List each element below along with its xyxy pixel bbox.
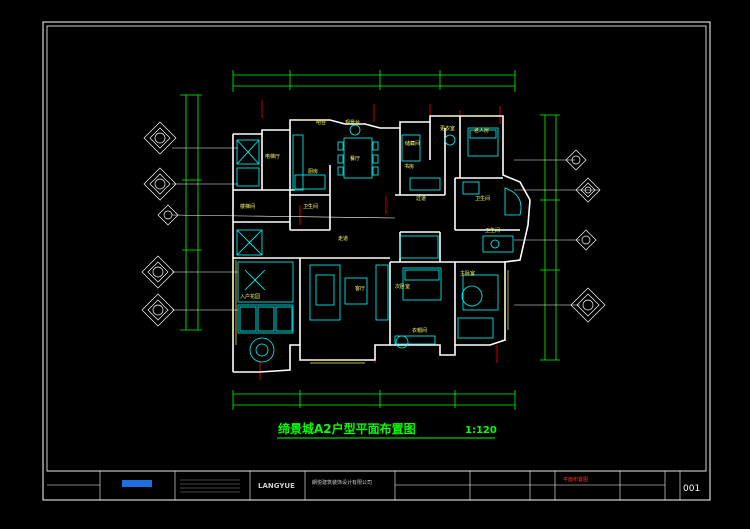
room-label: 厨房 [308, 168, 318, 175]
inner-frame [46, 25, 707, 472]
room-label: 过道 [416, 195, 426, 202]
furniture [236, 124, 522, 363]
section-callout-icon [141, 255, 175, 289]
drawing-name-red: 平面布置图 [563, 476, 588, 483]
section-callout-icon [143, 121, 177, 155]
room-label: 储藏间 [405, 140, 420, 147]
room-label: 卫生间 [475, 195, 490, 202]
company-name: 朗悦建筑装饰设计有限公司 [312, 479, 372, 486]
room-label: 走道 [338, 235, 348, 242]
room-label: 电梯厅 [265, 153, 280, 160]
title-block [47, 470, 706, 501]
room-label: 卫生间 [303, 203, 318, 210]
drawing-title: 缔景城A2户型平面布置图 [278, 421, 416, 436]
company-logo: LANGYUE [258, 482, 295, 490]
section-callout-icon [575, 229, 597, 251]
dimension-lines [180, 70, 560, 410]
left-callouts [141, 121, 179, 327]
section-callout-icon [575, 177, 601, 203]
section-callout-icon [565, 149, 587, 171]
room-label: 次卧室 [395, 283, 410, 290]
room-label: 观景台 [345, 119, 360, 126]
section-callout-icon [157, 204, 179, 226]
section-callout-icon [570, 287, 606, 323]
room-label: 客厅 [355, 285, 365, 292]
right-callouts [565, 149, 606, 323]
sheet-number: 001 [683, 484, 700, 494]
room-label: 楼梯间 [240, 203, 255, 210]
section-callout-icon [143, 167, 177, 201]
leader-lines [171, 147, 600, 311]
room-label: 衣帽间 [412, 327, 427, 334]
room-label: 吧台 [316, 119, 326, 126]
room-label: 老人房 [474, 127, 489, 134]
room-label: 卫生间 [485, 227, 500, 234]
window-lines [232, 115, 509, 364]
room-label: 入户花园 [240, 293, 260, 300]
room-label: 主卧室 [460, 270, 475, 277]
room-label: 更衣室 [440, 125, 455, 132]
room-labels: 电梯厅 厨房 餐厅 观景台 书房 老人房 卫生间 卫生间 卫生间 客厅 入户花园… [240, 119, 500, 334]
drawing-scale: 1:120 [465, 425, 497, 436]
room-label: 书房 [404, 163, 414, 170]
section-callout-icon [141, 293, 175, 327]
room-label: 餐厅 [350, 155, 360, 162]
